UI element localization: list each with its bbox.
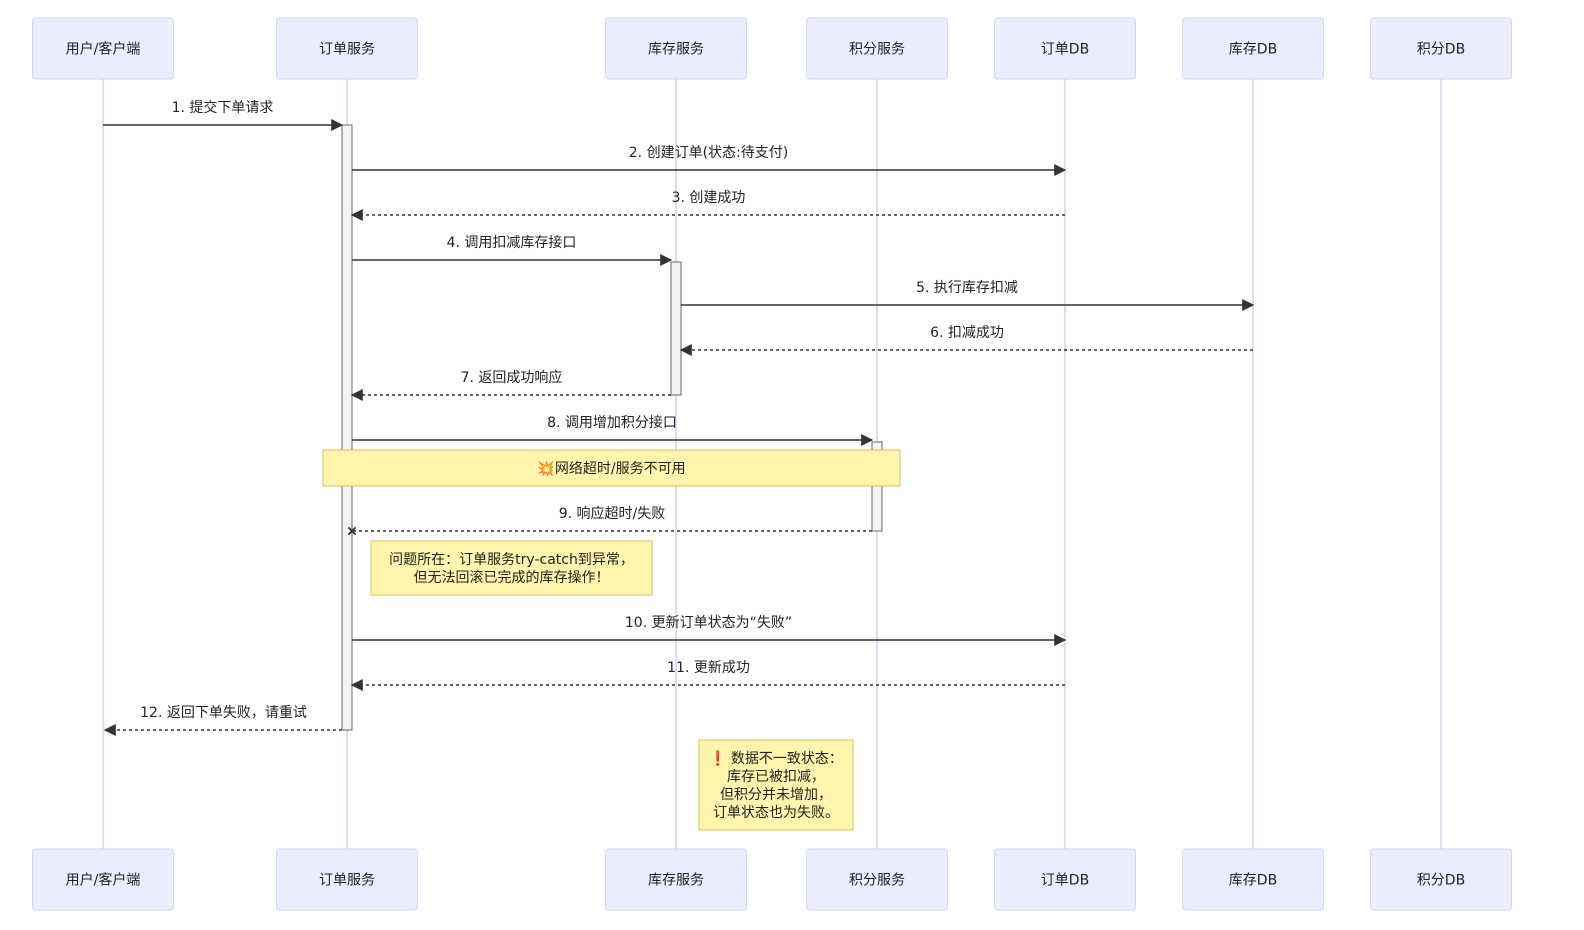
participant-points-top: 积分服务 bbox=[806, 17, 948, 80]
message-9: 9. 响应超时/失败 bbox=[347, 505, 872, 536]
participant-label: 订单服务 bbox=[319, 42, 375, 58]
message-8: 8. 调用增加积分接口 bbox=[352, 414, 874, 446]
note-box bbox=[322, 449, 901, 487]
participant-label: 用户/客户端 bbox=[66, 41, 141, 58]
message-2: 2. 创建订单(状态:待支付) bbox=[352, 145, 1067, 176]
note-box bbox=[370, 540, 653, 596]
message-label: 12. 返回下单失败，请重试 bbox=[140, 705, 307, 721]
participant-order-top: 订单服务 bbox=[276, 17, 418, 80]
participant-label: 库存DB bbox=[1229, 42, 1277, 58]
activation-bar-order bbox=[341, 124, 353, 731]
message-10: 10. 更新订单状态为“失败” bbox=[352, 615, 1067, 646]
message-label: 11. 更新成功 bbox=[667, 660, 750, 676]
participant-box bbox=[605, 17, 747, 80]
participant-stockdb-bottom: 库存DB bbox=[1182, 848, 1324, 911]
participant-box bbox=[32, 17, 174, 80]
note-line: ❗ 数据不一致状态： bbox=[709, 750, 843, 767]
message-label: 6. 扣减成功 bbox=[930, 325, 1004, 341]
message-6: 6. 扣减成功 bbox=[679, 325, 1253, 356]
participant-stockdb-top: 库存DB bbox=[1182, 17, 1324, 80]
participant-label: 用户/客户端 bbox=[66, 872, 141, 889]
activation-bar-stock bbox=[670, 261, 682, 396]
participant-label: 库存服务 bbox=[648, 42, 704, 58]
participant-box bbox=[276, 17, 418, 80]
participant-label: 订单服务 bbox=[319, 873, 375, 889]
participant-stock-top: 库存服务 bbox=[605, 17, 747, 80]
participant-box bbox=[605, 848, 747, 911]
note-line: 订单状态也为失败。 bbox=[713, 805, 839, 821]
participant-client-top: 用户/客户端 bbox=[32, 17, 174, 80]
participant-pointsdb-bottom: 积分DB bbox=[1370, 848, 1512, 911]
network-note: 💥网络超时/服务不可用 bbox=[322, 449, 901, 487]
message-label: 7. 返回成功响应 bbox=[461, 369, 563, 386]
note-line: 但积分并未增加， bbox=[720, 787, 832, 803]
participant-box bbox=[1370, 848, 1512, 911]
participant-box bbox=[994, 848, 1136, 911]
participant-box bbox=[806, 17, 948, 80]
message-label: 1. 提交下单请求 bbox=[172, 99, 274, 116]
participant-label: 库存服务 bbox=[648, 873, 704, 889]
participant-box bbox=[1182, 17, 1324, 80]
participant-box bbox=[806, 848, 948, 911]
participant-orderdb-top: 订单DB bbox=[994, 17, 1136, 80]
message-label: 3. 创建成功 bbox=[672, 190, 746, 206]
inconsistency-note: ❗ 数据不一致状态： 库存已被扣减， 但积分并未增加， 订单状态也为失败。 bbox=[698, 739, 854, 831]
participant-box bbox=[994, 17, 1136, 80]
participant-stock-bottom: 库存服务 bbox=[605, 848, 747, 911]
participant-orderdb-bottom: 订单DB bbox=[994, 848, 1136, 911]
participant-order-bottom: 订单服务 bbox=[276, 848, 418, 911]
note-line: 但无法回滚已完成的库存操作！ bbox=[414, 569, 610, 586]
message-4: 4. 调用扣减库存接口 bbox=[352, 234, 673, 266]
message-5: 5. 执行库存扣减 bbox=[681, 280, 1255, 311]
message-label: 10. 更新订单状态为“失败” bbox=[625, 615, 792, 631]
note-line: 💥网络超时/服务不可用 bbox=[537, 460, 685, 477]
message-label: 2. 创建订单(状态:待支付) bbox=[629, 145, 788, 161]
participant-label: 积分DB bbox=[1417, 42, 1465, 58]
problem-note: 问题所在：订单服务try-catch到异常，但无法回滚已完成的库存操作！ bbox=[370, 540, 653, 596]
participant-box bbox=[1370, 17, 1512, 80]
participant-label: 积分DB bbox=[1417, 873, 1465, 889]
message-11: 11. 更新成功 bbox=[350, 660, 1065, 691]
note-line: 问题所在：订单服务try-catch到异常， bbox=[389, 552, 634, 568]
message-label: 5. 执行库存扣减 bbox=[916, 280, 1018, 296]
participant-points-bottom: 积分服务 bbox=[806, 848, 948, 911]
message-label: 4. 调用扣减库存接口 bbox=[447, 234, 577, 251]
participant-label: 库存DB bbox=[1229, 873, 1277, 889]
message-12: 12. 返回下单失败，请重试 bbox=[103, 705, 342, 736]
participant-box bbox=[1182, 848, 1324, 911]
participant-label: 积分服务 bbox=[849, 42, 905, 58]
message-7: 7. 返回成功响应 bbox=[350, 369, 671, 401]
participant-label: 订单DB bbox=[1041, 873, 1089, 889]
participant-box bbox=[32, 848, 174, 911]
note-box bbox=[698, 739, 854, 831]
participant-label: 积分服务 bbox=[849, 873, 905, 889]
participant-label: 订单DB bbox=[1041, 42, 1089, 58]
message-1: 1. 提交下单请求 bbox=[103, 99, 344, 131]
message-label: 9. 响应超时/失败 bbox=[559, 505, 666, 522]
participant-box bbox=[276, 848, 418, 911]
participant-pointsdb-top: 积分DB bbox=[1370, 17, 1512, 80]
participant-client-bottom: 用户/客户端 bbox=[32, 848, 174, 911]
message-3: 3. 创建成功 bbox=[350, 190, 1065, 221]
message-label: 8. 调用增加积分接口 bbox=[547, 414, 677, 431]
note-line: 库存已被扣减， bbox=[727, 769, 825, 785]
